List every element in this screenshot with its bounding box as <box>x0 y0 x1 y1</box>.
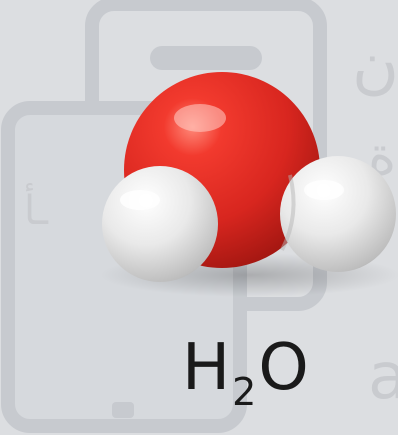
formula-subscript: 2 <box>232 370 257 414</box>
watermark-glyph-left: ـأ <box>24 188 48 234</box>
chemical-formula: H2O <box>182 336 309 411</box>
watermark-glyph-latin: a <box>368 340 398 414</box>
formula-oxygen: O <box>258 331 309 405</box>
formula-hydrogen: H <box>182 331 231 405</box>
hydrogen-atom-right <box>280 156 396 272</box>
watermark-glyph-top: ن <box>352 28 398 102</box>
hydrogen-atom-left <box>102 166 218 282</box>
